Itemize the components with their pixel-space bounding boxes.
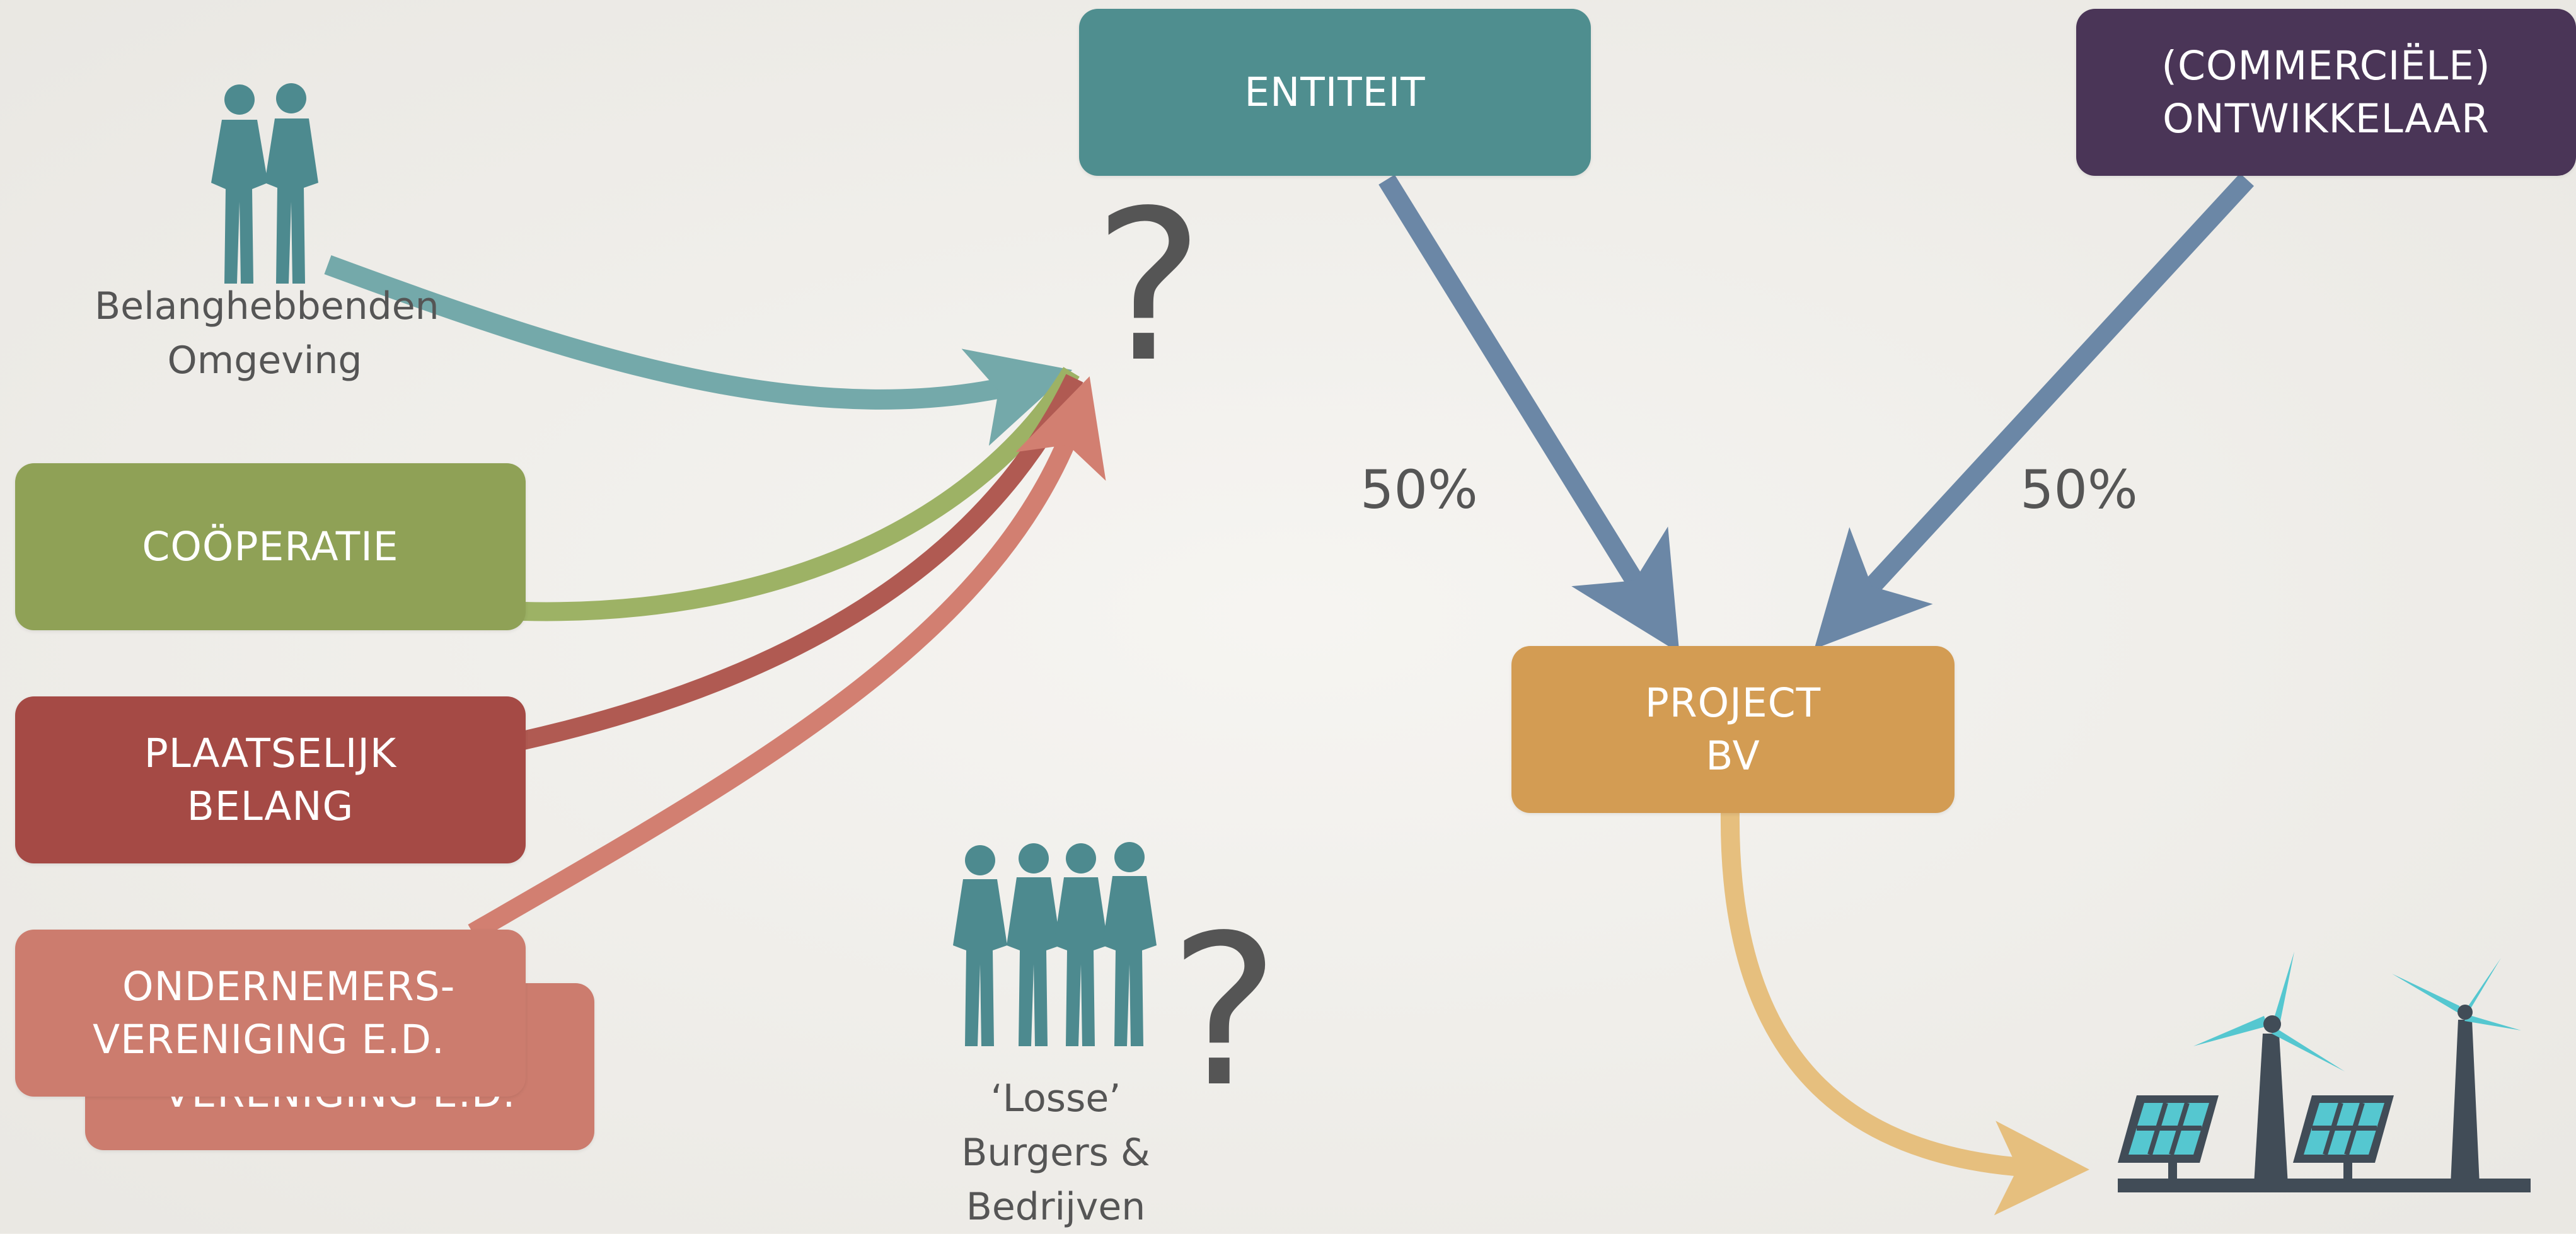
entiteit-label: ENTITEIT [1244, 69, 1426, 115]
question-mark-bottom: ? [1169, 891, 1280, 1133]
entiteit-box: ENTITEIT [1079, 9, 1591, 176]
ontwikkelaar-box: (COMMERCIËLE) ONTWIKKELAAR [2076, 9, 2576, 176]
question-mark-top: ? [1094, 166, 1204, 408]
ondernemers-label-line1: ONDERNEMERS- [122, 963, 456, 1010]
belanghebbenden-line1: Belanghebbenden [95, 284, 439, 328]
arrow-belanghebbenden [324, 255, 1073, 446]
losse-line3: Bedrijven [966, 1185, 1146, 1229]
cooperatie-box: COÖPERATIE [15, 463, 526, 630]
arrow-ondernemers [468, 376, 1106, 941]
project-label-line2: BV [1706, 732, 1760, 779]
ondernemers-label-line2: VERENIGING E.D. [93, 1016, 445, 1063]
solar-panel-icon [2293, 1095, 2394, 1188]
belanghebbenden-line2: Omgeving [167, 338, 362, 383]
plaatselijk-label-line1: PLAATSELIJK [144, 730, 397, 776]
percentage-left: 50% [1360, 459, 1478, 521]
percentage-right: 50% [2020, 459, 2138, 521]
project-label-line1: PROJECT [1644, 679, 1822, 726]
wind-turbine-icon [2392, 958, 2521, 1185]
people-four-silhouette-icon [953, 842, 1157, 1046]
belanghebbenden-label: Belanghebbenden Omgeving [95, 279, 439, 388]
arrow-project-to-energy [1720, 809, 2089, 1216]
losse-burgers-label: ‘Losse’ Burgers & Bedrijven [917, 1071, 1194, 1234]
solar-panel-icon [2118, 1095, 2219, 1188]
cooperatie-label: COÖPERATIE [142, 523, 399, 570]
losse-line1: ‘Losse’ [990, 1076, 1121, 1121]
arrow-ontwikkelaar-to-project [1814, 173, 2255, 649]
ondernemers-box: ONDERNEMERS- VERENIGING E.D. [15, 930, 526, 1097]
wind-turbine-icon [2193, 952, 2345, 1185]
arrow-entiteit-to-project [1378, 175, 1680, 653]
energy-ground-line [2118, 1179, 2531, 1192]
losse-line2: Burgers & [961, 1131, 1150, 1175]
ontwikkelaar-label-line1: (COMMERCIËLE) [2161, 42, 2491, 89]
ontwikkelaar-label-line2: ONTWIKKELAAR [2163, 95, 2490, 142]
people-two-silhouette-icon [211, 83, 318, 284]
plaatselijk-belang-box: PLAATSELIJK BELANG [15, 696, 526, 863]
plaatselijk-label-line2: BELANG [187, 783, 354, 829]
project-bv-box: PROJECT BV [1511, 646, 1955, 813]
